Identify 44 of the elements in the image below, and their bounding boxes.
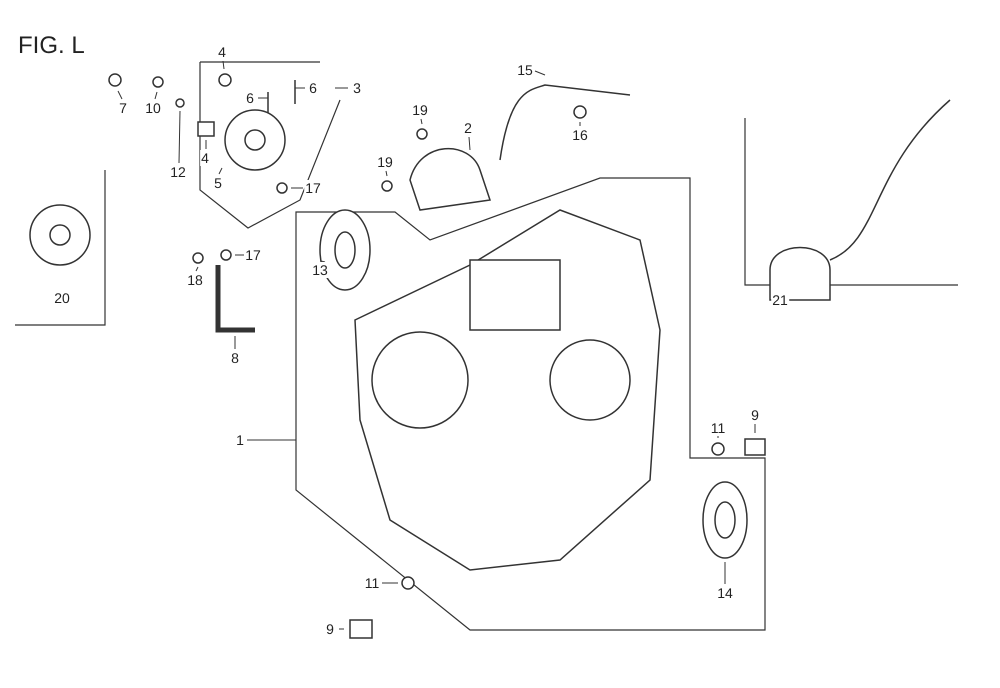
callout-number: 9 [325, 621, 335, 637]
callout-number: 19 [376, 154, 394, 170]
leader-line [118, 90, 122, 100]
leader-line [338, 628, 344, 630]
leader-line [754, 424, 756, 434]
leader-line [218, 168, 222, 174]
leader-line [222, 60, 224, 70]
leader-line [196, 266, 198, 272]
callout-number: 6 [245, 90, 255, 106]
leader-line [386, 170, 388, 176]
leader-line [234, 336, 236, 350]
callout-number: 17 [244, 247, 262, 263]
callout-number: 15 [516, 62, 534, 78]
callout-number: 4 [217, 44, 227, 60]
callout-number: 14 [716, 585, 734, 601]
callout-number: 10 [144, 100, 162, 116]
callout-number: 11 [364, 575, 380, 591]
callout-number: 20 [53, 290, 71, 306]
callout-number: 8 [230, 350, 240, 366]
callout-number: 6 [308, 80, 318, 96]
figure-title: FIG. L [18, 32, 85, 60]
leader-line [468, 136, 470, 150]
callout-number: 21 [771, 292, 789, 308]
callout-number: 5 [213, 175, 223, 191]
leader-line [724, 562, 726, 584]
leader-line [154, 92, 158, 100]
leader-line [382, 582, 398, 584]
callout-number: 13 [311, 262, 329, 278]
callout-number: 3 [352, 80, 362, 96]
callout-number: 16 [571, 127, 589, 143]
leader-line [534, 70, 546, 76]
leader-line [234, 254, 244, 256]
callout-number: 4 [200, 150, 210, 166]
callout-number: 7 [118, 100, 128, 116]
callout-number: 12 [169, 164, 187, 180]
callout-number: 11 [710, 420, 726, 436]
callout-number: 19 [411, 102, 429, 118]
callout-number: 18 [186, 272, 204, 288]
leader-line [420, 118, 422, 124]
leader-line [178, 110, 180, 164]
callout-number: 1 [235, 432, 245, 448]
callout-number: 17 [304, 180, 322, 196]
callout-number: 9 [750, 407, 760, 423]
callout-number: 2 [463, 120, 473, 136]
